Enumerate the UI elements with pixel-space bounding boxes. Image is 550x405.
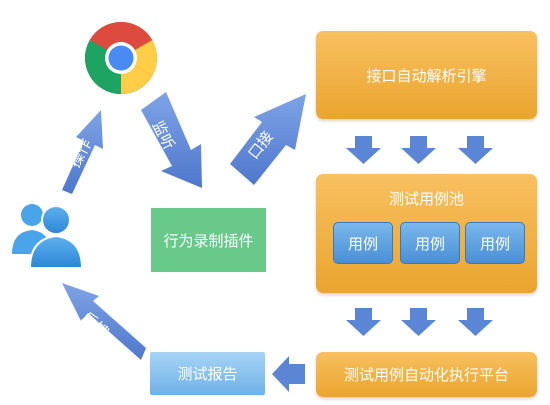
left-arrow [272, 356, 305, 392]
down-arrow-4 [346, 308, 381, 336]
operate-arrow [62, 110, 103, 194]
recording-plugin-box: 行为录制插件 [151, 208, 266, 272]
test-case-1: 用例 [333, 222, 393, 264]
test-case-3: 用例 [465, 222, 525, 264]
recording-plugin-label: 行为录制插件 [163, 231, 254, 250]
test-case-2: 用例 [400, 222, 460, 264]
test-case-pool-box: 测试用例池 用例 用例 用例 [316, 174, 537, 293]
down-arrow-3 [458, 136, 493, 164]
down-arrow-5 [401, 308, 436, 336]
down-arrow-2 [401, 136, 436, 164]
chrome-browser-icon [84, 21, 158, 95]
monitor-arrow [141, 92, 202, 188]
users-icon [12, 204, 84, 269]
parsing-engine-label: 接口自动解析引擎 [366, 66, 487, 85]
test-report-label: 测试报告 [177, 365, 238, 383]
interface-arrow [230, 94, 306, 185]
down-arrow-1 [346, 136, 381, 164]
execution-platform-label: 测试用例自动化执行平台 [343, 366, 509, 384]
parsing-engine-box: 接口自动解析引擎 [316, 31, 537, 119]
execution-platform-box: 测试用例自动化执行平台 [316, 352, 537, 397]
test-case-pool-title: 测试用例池 [388, 190, 464, 208]
down-arrow-6 [458, 308, 493, 336]
test-report-box: 测试报告 [150, 352, 265, 395]
feedback-arrow [62, 283, 146, 360]
